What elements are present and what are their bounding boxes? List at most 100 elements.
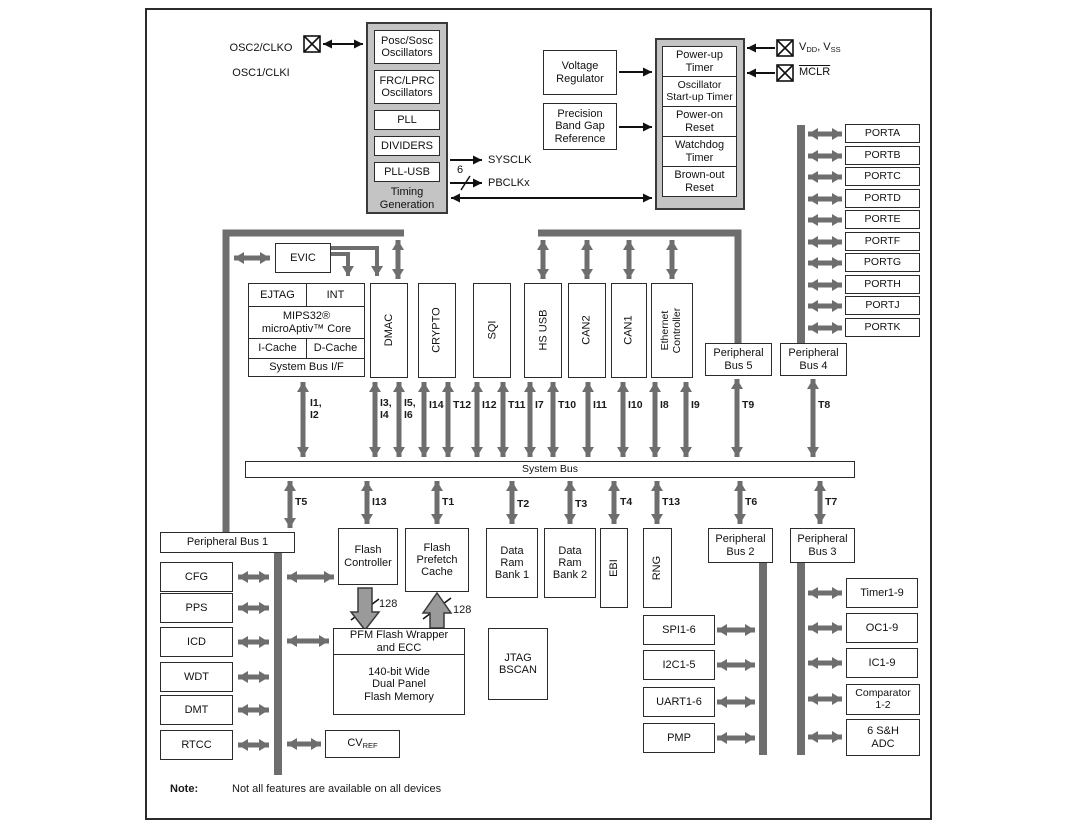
dmac: DMAC — [370, 283, 408, 378]
rtcc: RTCC — [160, 730, 233, 760]
hs-usb: HS USB — [524, 283, 562, 378]
crypto: CRYPTO — [418, 283, 456, 378]
sqi: SQI — [473, 283, 511, 378]
portb: PORTB — [845, 146, 920, 165]
bus-label-i14: I14 — [429, 399, 444, 411]
flash-controller: Flash Controller — [338, 528, 398, 585]
flash-memory: 140-bit Wide Dual Panel Flash Memory — [333, 654, 465, 715]
bus-label-t1: T1 — [442, 496, 455, 508]
data-ram-bank-1: Data Ram Bank 1 — [486, 528, 538, 598]
peripheral-bus-5: Peripheral Bus 5 — [705, 343, 772, 376]
i2c: I2C1-5 — [643, 650, 715, 680]
icd: ICD — [160, 627, 233, 657]
cvref-main: CV — [347, 737, 363, 750]
flash-width-label-2: 128 — [453, 604, 472, 616]
pbclk-width-label: 6 — [457, 164, 464, 176]
vdd-sub: DD — [806, 45, 818, 54]
pll: PLL — [374, 110, 440, 130]
note-label: Note: — [170, 783, 199, 795]
sh-adc: 6 S&H ADC — [846, 719, 920, 756]
timer1-9: Timer1-9 — [846, 578, 918, 608]
porte: PORTE — [845, 210, 920, 229]
system-bus-if: System Bus I/F — [248, 358, 365, 377]
can1-label: CAN1 — [622, 315, 635, 346]
bus-label-t6: T6 — [745, 496, 758, 508]
bus-label-t4: T4 — [620, 496, 633, 508]
ebi: EBI — [600, 528, 628, 608]
i-cache: I-Cache — [248, 338, 307, 359]
bus-label-t11: T11 — [508, 399, 526, 411]
frc-lprc-oscillators: FRC/LPRC Oscillators — [374, 70, 440, 104]
cvref: CVREF — [325, 730, 400, 758]
portd: PORTD — [845, 189, 920, 208]
ejtag: EJTAG — [248, 283, 307, 307]
portg: PORTG — [845, 253, 920, 272]
portj: PORTJ — [845, 296, 920, 315]
rng-label: RNG — [651, 555, 664, 581]
cfg: CFG — [160, 562, 233, 592]
vdd-vss-label: VDD, VSS — [799, 41, 841, 55]
data-ram-bank-2: Data Ram Bank 2 — [544, 528, 596, 598]
peripheral-bus-3: Peripheral Bus 3 — [790, 528, 855, 563]
crypto-label: CRYPTO — [430, 307, 443, 354]
can1: CAN1 — [611, 283, 647, 378]
bus-label-i5-i6: I5, I6 — [404, 397, 416, 421]
bus-label-t12: T12 — [453, 399, 472, 411]
pbclkx-label: PBCLKx — [488, 177, 530, 189]
bus-label-i13: I13 — [372, 496, 387, 508]
note-text: Not all features are available on all de… — [232, 783, 442, 795]
vdd-v: V — [799, 41, 807, 53]
porth: PORTH — [845, 275, 920, 294]
can2: CAN2 — [568, 283, 606, 378]
timing-generation-label: Timing Generation — [379, 186, 435, 211]
ethernet-controller-label: Ethernet Controller — [659, 307, 683, 354]
vss-sub: SS — [830, 45, 841, 54]
band-gap-reference: Precision Band Gap Reference — [543, 103, 617, 150]
dividers: DIVIDERS — [374, 136, 440, 156]
bus-label-t9: T9 — [742, 399, 755, 411]
portc: PORTC — [845, 167, 920, 186]
int: INT — [306, 283, 365, 307]
spi: SPI1-6 — [643, 615, 715, 645]
oc1-9: OC1-9 — [846, 613, 918, 643]
bus-label-i8: I8 — [660, 399, 669, 411]
dmt: DMT — [160, 695, 233, 725]
portk: PORTK — [845, 318, 920, 337]
portf: PORTF — [845, 232, 920, 251]
peripheral-bus-1: Peripheral Bus 1 — [160, 532, 295, 553]
voltage-regulator: Voltage Regulator — [543, 50, 617, 95]
cvref-sub: REF — [362, 741, 378, 751]
wdt: WDT — [160, 662, 233, 692]
bus-label-i1-i2: I1, I2 — [310, 397, 322, 421]
oscillator-startup-timer: Oscillator Start-up Timer — [662, 76, 737, 107]
mips-core: MIPS32® microAptiv™ Core — [248, 306, 365, 339]
sysclk-label: SYSCLK — [488, 154, 532, 166]
bus-label-i3-i4: I3, I4 — [380, 397, 392, 421]
watchdog-timer: Watchdog Timer — [662, 136, 737, 167]
pps: PPS — [160, 593, 233, 623]
ethernet-controller: Ethernet Controller — [651, 283, 693, 378]
peripheral-bus-2: Peripheral Bus 2 — [708, 528, 773, 563]
sqi-label: SQI — [485, 321, 498, 340]
jtag-bscan: JTAG BSCAN — [488, 628, 548, 700]
bus-label-i12: I12 — [482, 399, 497, 411]
bus-label-i11: I11 — [593, 399, 608, 411]
pfm-flash-wrapper: PFM Flash Wrapper and ECC — [333, 628, 465, 655]
peripheral-bus-4: Peripheral Bus 4 — [780, 343, 847, 376]
bus-label-i10: I10 — [628, 399, 643, 411]
porta: PORTA — [845, 124, 920, 143]
bus-label-t3: T3 — [575, 498, 588, 510]
osc1-clki-label: OSC1/CLKI — [232, 66, 290, 79]
can2-label: CAN2 — [580, 315, 593, 346]
diagram-border — [145, 8, 932, 820]
flash-prefetch-cache: Flash Prefetch Cache — [405, 528, 469, 592]
ebi-label: EBI — [607, 559, 620, 577]
hs-usb-label: HS USB — [536, 310, 549, 351]
evic: EVIC — [275, 243, 331, 273]
bus-label-t10: T10 — [558, 399, 577, 411]
power-on-reset: Power-on Reset — [662, 106, 737, 137]
brown-out-reset: Brown-out Reset — [662, 166, 737, 197]
power-up-timer: Power-up Timer — [662, 46, 737, 77]
osc-pin-labels: OSC2/CLKO OSC1/CLKI — [222, 29, 300, 92]
